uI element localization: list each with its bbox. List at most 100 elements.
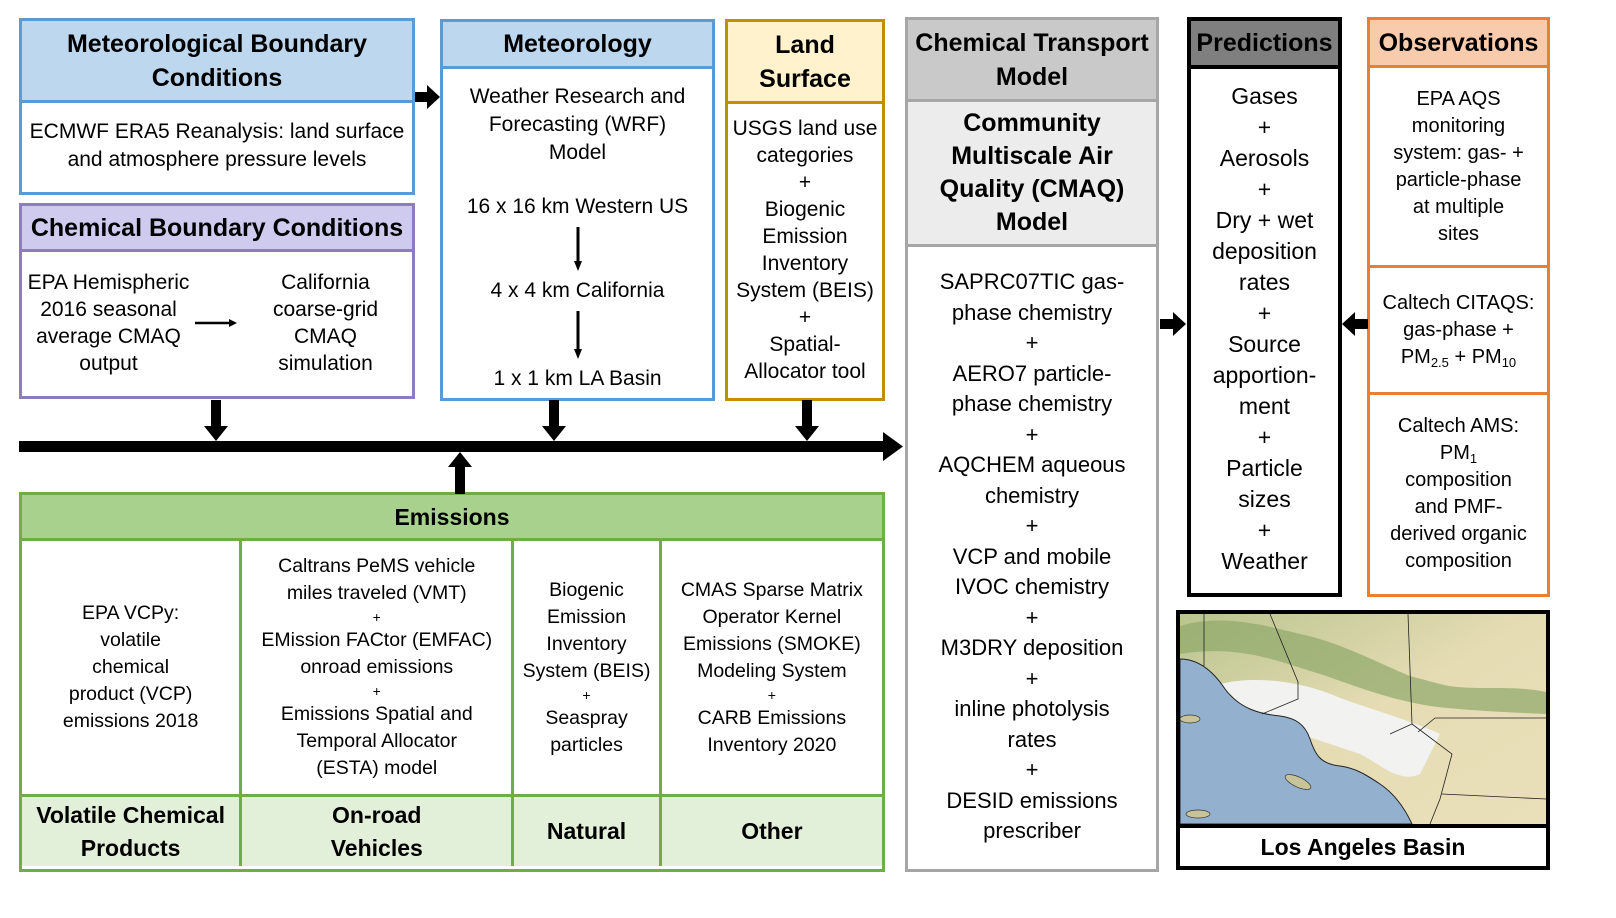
text-line: coarse-grid: [272, 297, 379, 321]
plus-separator: +: [1257, 300, 1272, 326]
text-line: and PMF-: [1414, 495, 1503, 518]
arrow-right-icon: [195, 318, 237, 327]
cmaq-component: inline photolysis: [954, 696, 1110, 722]
emission-source-line: Caltrans PeMS vehicle: [278, 555, 476, 577]
map-terrain: [1180, 614, 1546, 824]
emission-source-line: CARB Emissions: [697, 706, 847, 729]
met-boundary-line: ECMWF ERA5 Reanalysis: land surface: [29, 120, 405, 143]
plus-separator: +: [372, 609, 381, 625]
text-line: output: [79, 351, 138, 375]
map-island: [1185, 809, 1211, 819]
plus-separator: +: [582, 686, 591, 703]
category-label-text: Other: [741, 815, 802, 848]
predictions-title: Predictions: [1191, 21, 1338, 69]
label-line: Other: [741, 818, 803, 844]
chem-boundary-title: Chemical Boundary Conditions: [22, 206, 412, 252]
cmaq-components: SAPRC07TIC gas-phase chemistry + AERO7 par…: [908, 247, 1156, 867]
cmaq-component: phase chemistry: [951, 391, 1113, 417]
meteorology-box: Meteorology Weather Research and Forecas…: [440, 19, 715, 401]
text-line: composition: [1405, 468, 1512, 491]
category-label-text: Natural: [547, 815, 626, 848]
emission-source-line: onroad emissions: [300, 656, 454, 678]
land-surface-title: Land Surface: [728, 22, 882, 104]
prediction-item: Weather: [1221, 548, 1308, 574]
prediction-item: Dry + wet: [1215, 207, 1314, 233]
title-line: Surface: [759, 64, 851, 93]
text-line: Model: [548, 141, 607, 164]
text-line: Caltech CITAQS:: [1382, 291, 1535, 314]
text-line: sites: [1437, 222, 1480, 245]
chem-boundary-body: EPA Hemispheric 2016 seasonal average CM…: [22, 252, 412, 393]
cmaq-component: AERO7 particle-: [952, 360, 1112, 386]
title-line: Model: [995, 208, 1069, 236]
plus-separator: +: [1025, 330, 1039, 356]
title-line: Model: [995, 62, 1069, 91]
pm-subscript: 10: [1501, 354, 1517, 370]
prediction-item: ment: [1238, 393, 1291, 419]
pm-subscript: 1: [1469, 450, 1478, 466]
map-island: [1180, 714, 1201, 724]
arrow-down-icon: [573, 227, 582, 271]
prediction-item: sizes: [1238, 486, 1291, 512]
chemical-transport-model-box: Chemical Transport Model Community Multi…: [905, 17, 1159, 872]
emission-category-label: Other: [661, 797, 882, 866]
land-surface-item: Spatial-: [769, 333, 841, 356]
cmaq-component: SAPRC07TIC gas-: [939, 269, 1125, 295]
title-line: Quality (CMAQ): [939, 175, 1125, 203]
meteorology-body: Weather Research and Forecasting (WRF) M…: [443, 69, 712, 393]
emission-source-line: CMAS Sparse Matrix: [680, 578, 863, 601]
cmaq-component: DESID emissions: [946, 787, 1118, 813]
text-line: at multiple: [1412, 195, 1505, 218]
title-line: Multiscale Air: [951, 142, 1113, 170]
land-surface-item: Inventory: [761, 252, 849, 275]
title-line: Community: [963, 109, 1101, 137]
emission-source-line: particles: [550, 733, 623, 756]
domain-label: 4 x 4 km California: [490, 279, 665, 302]
land-surface-item: categories: [756, 144, 854, 167]
text-line: CMAQ: [294, 324, 357, 348]
map-county-borders: [1203, 614, 1546, 824]
chem-boundary-source: EPA Hemispheric 2016 seasonal average CM…: [22, 269, 195, 377]
emission-source-line: Emissions (SMOKE): [683, 632, 861, 655]
arrow-down-icon: [795, 400, 819, 441]
ctm-title: Chemical Transport Model: [908, 20, 1156, 102]
plus-separator: +: [1257, 176, 1272, 202]
emission-source-line: emissions 2018: [62, 710, 199, 732]
plus-separator: +: [1025, 757, 1039, 783]
text-line: California: [281, 270, 370, 294]
pm-base: PM: [1400, 345, 1431, 368]
met-boundary-line: and atmosphere pressure levels: [67, 148, 367, 171]
cmaq-component: phase chemistry: [951, 299, 1113, 325]
plus-separator: +: [1257, 114, 1272, 140]
met-boundary-title: Meteorological Boundary Conditions: [22, 21, 412, 103]
label-line: Natural: [546, 818, 627, 844]
pm-subscript: 2.5: [1430, 354, 1449, 370]
land-surface-item: USGS land use: [732, 117, 878, 140]
land-surface-item: Biogenic: [764, 198, 846, 221]
map-image: [1180, 614, 1546, 828]
domain-label: 16 x 16 km Western US: [466, 195, 689, 218]
cmaq-component: VCP and mobile: [952, 543, 1112, 569]
obs-caltech-ams: Caltech AMS: PM1 composition and PMF- de…: [1370, 395, 1547, 592]
arrow-down-icon: [573, 311, 582, 359]
text-line: Caltech AMS:: [1397, 414, 1520, 437]
prediction-item: deposition: [1212, 238, 1317, 264]
emission-source-line: product (VCP): [68, 683, 193, 705]
emission-source-line: Operator Kernel: [702, 605, 842, 628]
text-line: composition: [1405, 549, 1512, 572]
cmaq-component: M3DRY deposition: [940, 635, 1124, 661]
emission-source-line: chemical: [92, 656, 170, 678]
text-line: EPA Hemispheric: [27, 270, 190, 294]
